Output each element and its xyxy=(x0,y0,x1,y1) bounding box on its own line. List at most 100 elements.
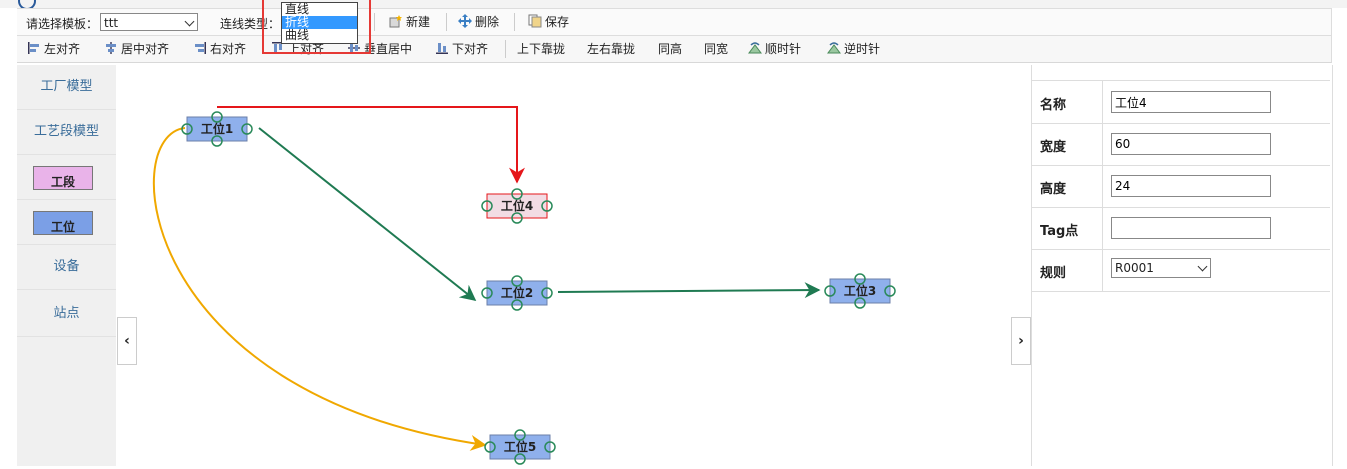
line-type-dropdown[interactable]: 直线 折线 曲线 xyxy=(281,2,358,44)
align-top-icon xyxy=(272,42,284,53)
sidebar-item-equipment[interactable]: 设备 xyxy=(17,245,116,290)
vertical-center-button[interactable]: 垂直居中 xyxy=(347,40,412,58)
prop-divider xyxy=(1102,249,1103,291)
connection-anchor[interactable] xyxy=(514,453,526,465)
connection-anchor[interactable] xyxy=(511,212,523,224)
same-width-button[interactable]: 同宽 xyxy=(704,42,729,56)
rotate-counterclockwise-icon xyxy=(827,42,841,54)
properties-panel: 名称 宽度 高度 Tag点 规则 R0001 xyxy=(1031,65,1333,466)
connection-anchor[interactable] xyxy=(854,297,866,309)
tag-label: Tag点 xyxy=(1040,224,1079,239)
properties-header xyxy=(1032,65,1330,81)
station-node-label: 工位1 xyxy=(201,121,233,136)
chevron-down-icon xyxy=(1197,261,1208,272)
connector-1-2[interactable] xyxy=(258,127,477,301)
chevron-down-icon xyxy=(184,16,195,27)
name-field[interactable] xyxy=(1111,91,1271,113)
connection-anchor[interactable] xyxy=(241,123,253,135)
template-select-value: ttt xyxy=(104,16,119,30)
align-right-icon xyxy=(195,42,206,54)
station-shape[interactable]: 工位 xyxy=(33,211,93,235)
connection-anchor[interactable] xyxy=(211,135,223,147)
sidebar-item-process-model[interactable]: 工艺段模型 xyxy=(17,110,116,155)
line-type-option-curve[interactable]: 曲线 xyxy=(285,28,310,42)
station-node-box[interactable] xyxy=(829,278,891,304)
sidebar-item-site[interactable]: 站点 xyxy=(17,292,116,337)
sidebar-item-section-wrap xyxy=(17,155,116,200)
prop-divider xyxy=(1102,81,1103,123)
connector-2-3[interactable] xyxy=(557,282,821,299)
rotate-clockwise-icon xyxy=(748,42,762,54)
template-select[interactable]: ttt xyxy=(100,13,198,31)
station-node[interactable]: 工位2 xyxy=(481,275,553,311)
toolbox-sidebar: 工厂模型 工艺段模型 工段 工位 设备 站点 xyxy=(17,65,116,466)
flow-diagram[interactable]: 工位1 工位4 工位2 工位3 工位5 xyxy=(117,65,1031,466)
connection-anchor[interactable] xyxy=(484,441,496,453)
connection-anchor[interactable] xyxy=(181,123,193,135)
section-shape[interactable]: 工段 xyxy=(33,166,93,190)
left-align-button[interactable]: 左对齐 xyxy=(27,40,80,58)
connection-anchor[interactable] xyxy=(824,285,836,297)
connector-1-5[interactable] xyxy=(152,127,487,451)
prop-row-name: 名称 xyxy=(1032,81,1330,124)
station-node[interactable]: 工位3 xyxy=(824,273,896,309)
collapse-left-button[interactable]: ‹ xyxy=(117,317,137,365)
collapse-right-button[interactable]: › xyxy=(1011,317,1031,365)
connection-anchor[interactable] xyxy=(541,200,553,212)
station-node-label: 工位4 xyxy=(501,198,533,213)
rule-label: 规则 xyxy=(1040,266,1067,281)
rule-select[interactable]: R0001 xyxy=(1111,258,1211,278)
connector-1-4[interactable] xyxy=(217,106,525,184)
toolbar-divider xyxy=(374,13,375,31)
stack-horizontal-button[interactable]: 左右靠拢 xyxy=(587,42,636,56)
right-align-button[interactable]: 右对齐 xyxy=(193,40,246,58)
toolbar-divider xyxy=(514,13,515,31)
station-node[interactable]: 工位1 xyxy=(181,111,253,147)
rule-select-value: R0001 xyxy=(1115,261,1154,275)
save-button[interactable]: 保存 xyxy=(528,13,569,31)
sidebar-item-factory-model[interactable]: 工厂模型 xyxy=(17,65,116,110)
title-bar xyxy=(0,0,1347,8)
connection-anchor[interactable] xyxy=(541,287,553,299)
new-button[interactable]: 新建 xyxy=(389,13,430,31)
connection-anchor[interactable] xyxy=(511,275,523,287)
connection-anchor[interactable] xyxy=(544,441,556,453)
station-node-box[interactable] xyxy=(186,116,248,142)
connection-anchor[interactable] xyxy=(511,299,523,311)
station-node[interactable]: 工位4 xyxy=(481,188,553,224)
same-height-button[interactable]: 同高 xyxy=(658,42,683,56)
rotate-ccw-button[interactable]: 逆时针 xyxy=(827,40,880,58)
connection-anchor[interactable] xyxy=(481,287,493,299)
app-logo-icon xyxy=(18,0,36,8)
line-type-label: 连线类型： xyxy=(220,17,281,31)
main-toolbar: 请选择模板： ttt 连线类型： 新建 删除 保存 xyxy=(17,8,1332,36)
prop-divider xyxy=(1102,207,1103,249)
chevron-left-icon: ‹ xyxy=(124,333,130,349)
align-center-icon xyxy=(106,42,116,54)
delete-button[interactable]: 删除 xyxy=(458,13,499,31)
rotate-cw-button[interactable]: 顺时针 xyxy=(748,40,801,58)
height-field[interactable] xyxy=(1111,175,1271,197)
station-node[interactable]: 工位5 xyxy=(484,429,556,465)
connection-anchor[interactable] xyxy=(211,111,223,123)
station-node-label: 工位3 xyxy=(844,283,876,298)
station-node-box[interactable] xyxy=(486,280,548,306)
station-node-box[interactable] xyxy=(489,434,551,460)
tag-field[interactable] xyxy=(1111,217,1271,239)
connection-anchor[interactable] xyxy=(884,285,896,297)
line-type-option-polyline[interactable]: 折线 xyxy=(282,16,357,29)
width-field[interactable] xyxy=(1111,133,1271,155)
line-type-option-straight[interactable]: 直线 xyxy=(285,2,310,16)
save-copy-icon xyxy=(528,14,542,28)
prop-row-width: 宽度 xyxy=(1032,123,1330,166)
stack-vertical-button[interactable]: 上下靠拢 xyxy=(517,42,566,56)
connection-anchor[interactable] xyxy=(854,273,866,285)
center-align-button[interactable]: 居中对齐 xyxy=(104,40,169,58)
align-toolbar: 左对齐 居中对齐 右对齐 上对齐 垂直居中 下对齐 上下靠拢 左右靠拢 同高 同… xyxy=(17,36,1332,63)
bottom-align-button[interactable]: 下对齐 xyxy=(435,40,488,58)
station-node-box[interactable] xyxy=(486,193,548,219)
flow-canvas[interactable]: 工位1 工位4 工位2 工位3 工位5 xyxy=(117,65,1031,466)
connection-anchor[interactable] xyxy=(514,429,526,441)
connection-anchor[interactable] xyxy=(481,200,493,212)
connection-anchor[interactable] xyxy=(511,188,523,200)
